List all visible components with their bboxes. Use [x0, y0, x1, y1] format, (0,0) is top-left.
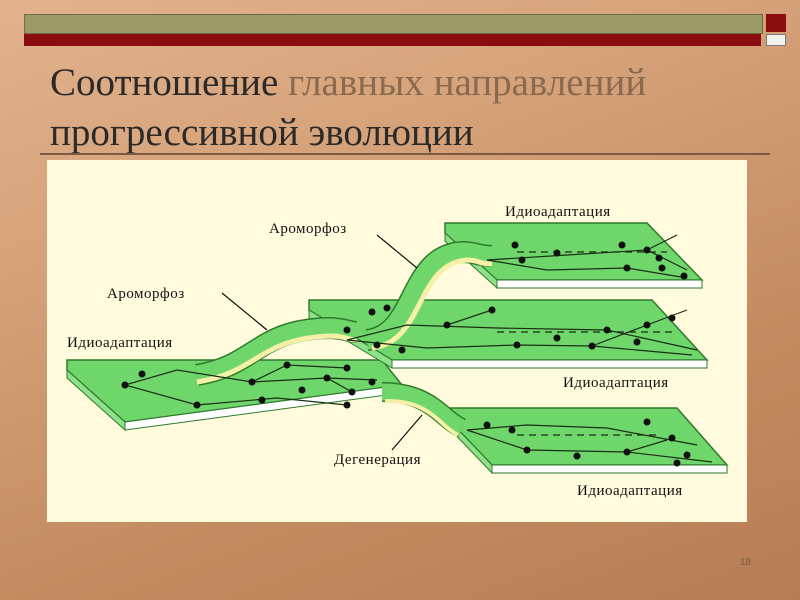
stream-aromorphoz-2: [364, 240, 493, 351]
evolution-diagram-svg: Ароморфоз Ароморфоз Идиоадаптация Идиоад…: [66, 204, 729, 499]
label-degeneration: Дегенерация: [334, 452, 421, 468]
title-part-1: Соотношение: [50, 61, 279, 104]
label-idioadaptation-bottom-right: Идиоадаптация: [577, 483, 683, 499]
label-idioadaptation-top-right: Идиоадаптация: [505, 204, 611, 220]
plane-bottom-right: [446, 407, 729, 475]
label-leaders: [221, 234, 423, 451]
label-idioadaptation-left: Идиоадаптация: [67, 335, 173, 351]
label-aromorphoz-lower: Ароморфоз: [107, 286, 185, 302]
corner-white-square: [766, 34, 786, 46]
stream-degeneration: [381, 382, 467, 438]
top-red-stripe: [24, 34, 761, 46]
title-part-2: главных направлений: [288, 61, 647, 104]
slide-title: Соотношение главных направлений прогресс…: [50, 58, 770, 158]
corner-red-square: [766, 14, 786, 32]
page-number: 18: [740, 557, 752, 568]
branch-nodes: [121, 241, 691, 467]
title-line-2: прогрессивной эволюции: [50, 111, 474, 154]
plane-bottom-left: [66, 359, 404, 432]
label-aromorphoz-upper: Ароморфоз: [269, 221, 347, 237]
top-olive-stripe: [24, 14, 763, 34]
title-underline: [40, 153, 770, 155]
top-decoration-bar: [24, 14, 788, 46]
evolution-diagram: Ароморфоз Ароморфоз Идиоадаптация Идиоад…: [47, 160, 747, 522]
label-idioadaptation-middle-right: Идиоадаптация: [563, 375, 669, 391]
dashed-lines: [497, 251, 677, 436]
